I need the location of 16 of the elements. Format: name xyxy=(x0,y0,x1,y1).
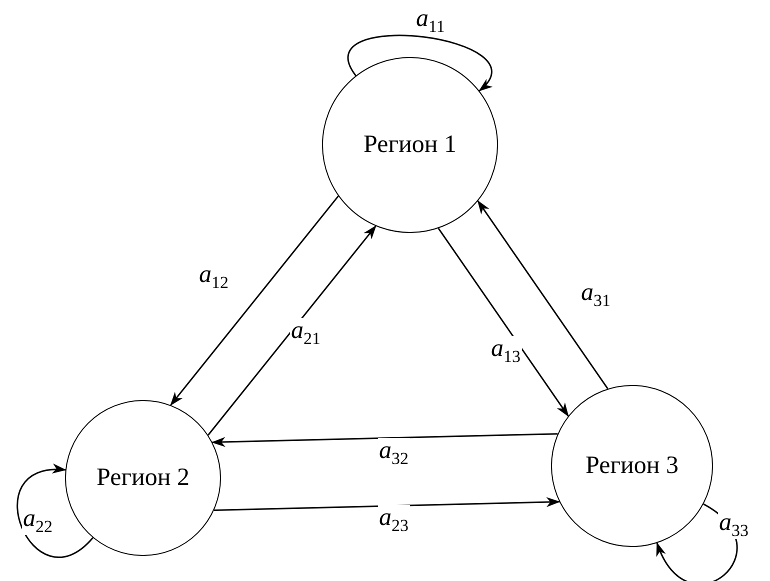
edge-label: a$_{21}$ xyxy=(290,318,322,347)
node-label: Регион 3 xyxy=(586,452,678,480)
edge-label: a$_{13}$ xyxy=(490,336,522,365)
arrow xyxy=(211,433,558,447)
arrow xyxy=(214,497,560,512)
arrow xyxy=(208,225,376,436)
arrow xyxy=(438,228,569,417)
arrow xyxy=(477,200,608,390)
edge-label: a$_{23}$ xyxy=(378,505,410,534)
node-label: Регион 2 xyxy=(96,464,190,492)
edge-label: a$_{33}$ xyxy=(718,510,750,539)
edge-label: a$_{32}$ xyxy=(378,438,410,467)
self-loop-arrow xyxy=(348,34,492,92)
arrow xyxy=(170,196,339,406)
node-label: Регион 1 xyxy=(364,131,456,159)
self-loop-arrow xyxy=(17,465,94,558)
